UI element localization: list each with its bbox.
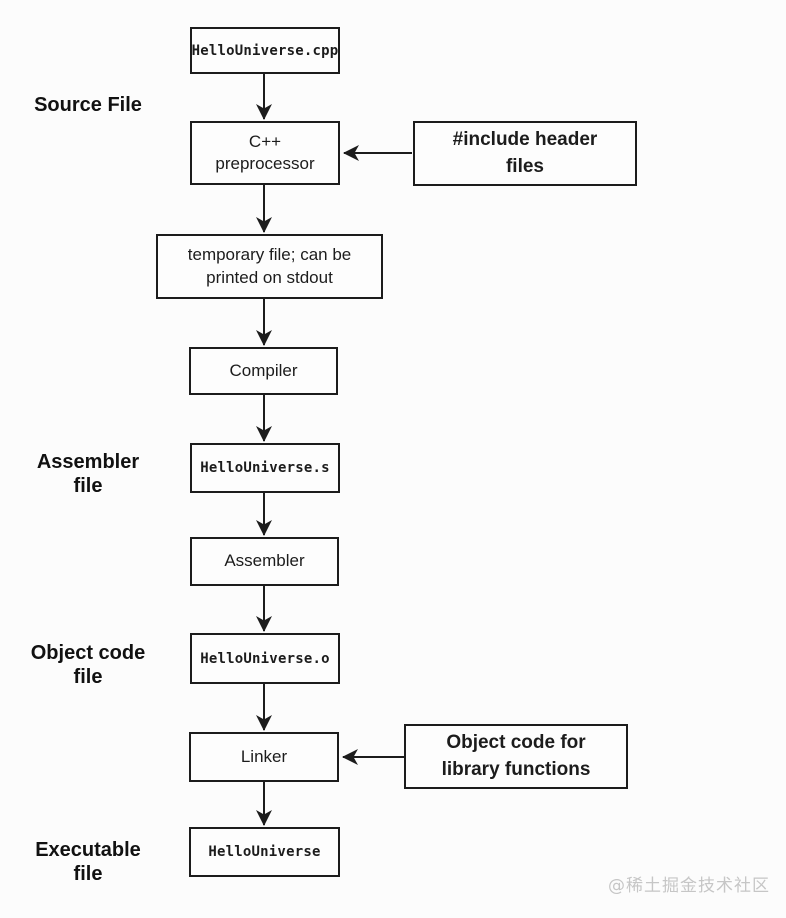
node-cpp-preprocessor: C++ preprocessor xyxy=(190,121,340,185)
node-compiler: Compiler xyxy=(189,347,338,395)
node-assembler: Assembler xyxy=(190,537,339,586)
node-include-header-files: #include header files xyxy=(413,121,637,186)
node-executable-file: HelloUniverse xyxy=(189,827,340,877)
label-object-code-file: Object code file xyxy=(30,642,146,689)
label-assembler-file: Assembler file xyxy=(36,451,140,498)
label-source-file: Source File xyxy=(34,94,142,116)
node-linker: Linker xyxy=(189,732,339,782)
node-library-object-code: Object code for library functions xyxy=(404,724,628,789)
watermark-text: @稀土掘金技术社区 xyxy=(608,876,770,896)
node-object-code-file: HelloUniverse.o xyxy=(190,633,340,684)
node-assembler-source-file: HelloUniverse.s xyxy=(190,443,340,493)
label-executable-file: Executable file xyxy=(35,839,141,886)
node-source-cpp-file: HelloUniverse.cpp xyxy=(190,27,340,74)
node-temporary-file: temporary file; can be printed on stdout xyxy=(156,234,383,299)
